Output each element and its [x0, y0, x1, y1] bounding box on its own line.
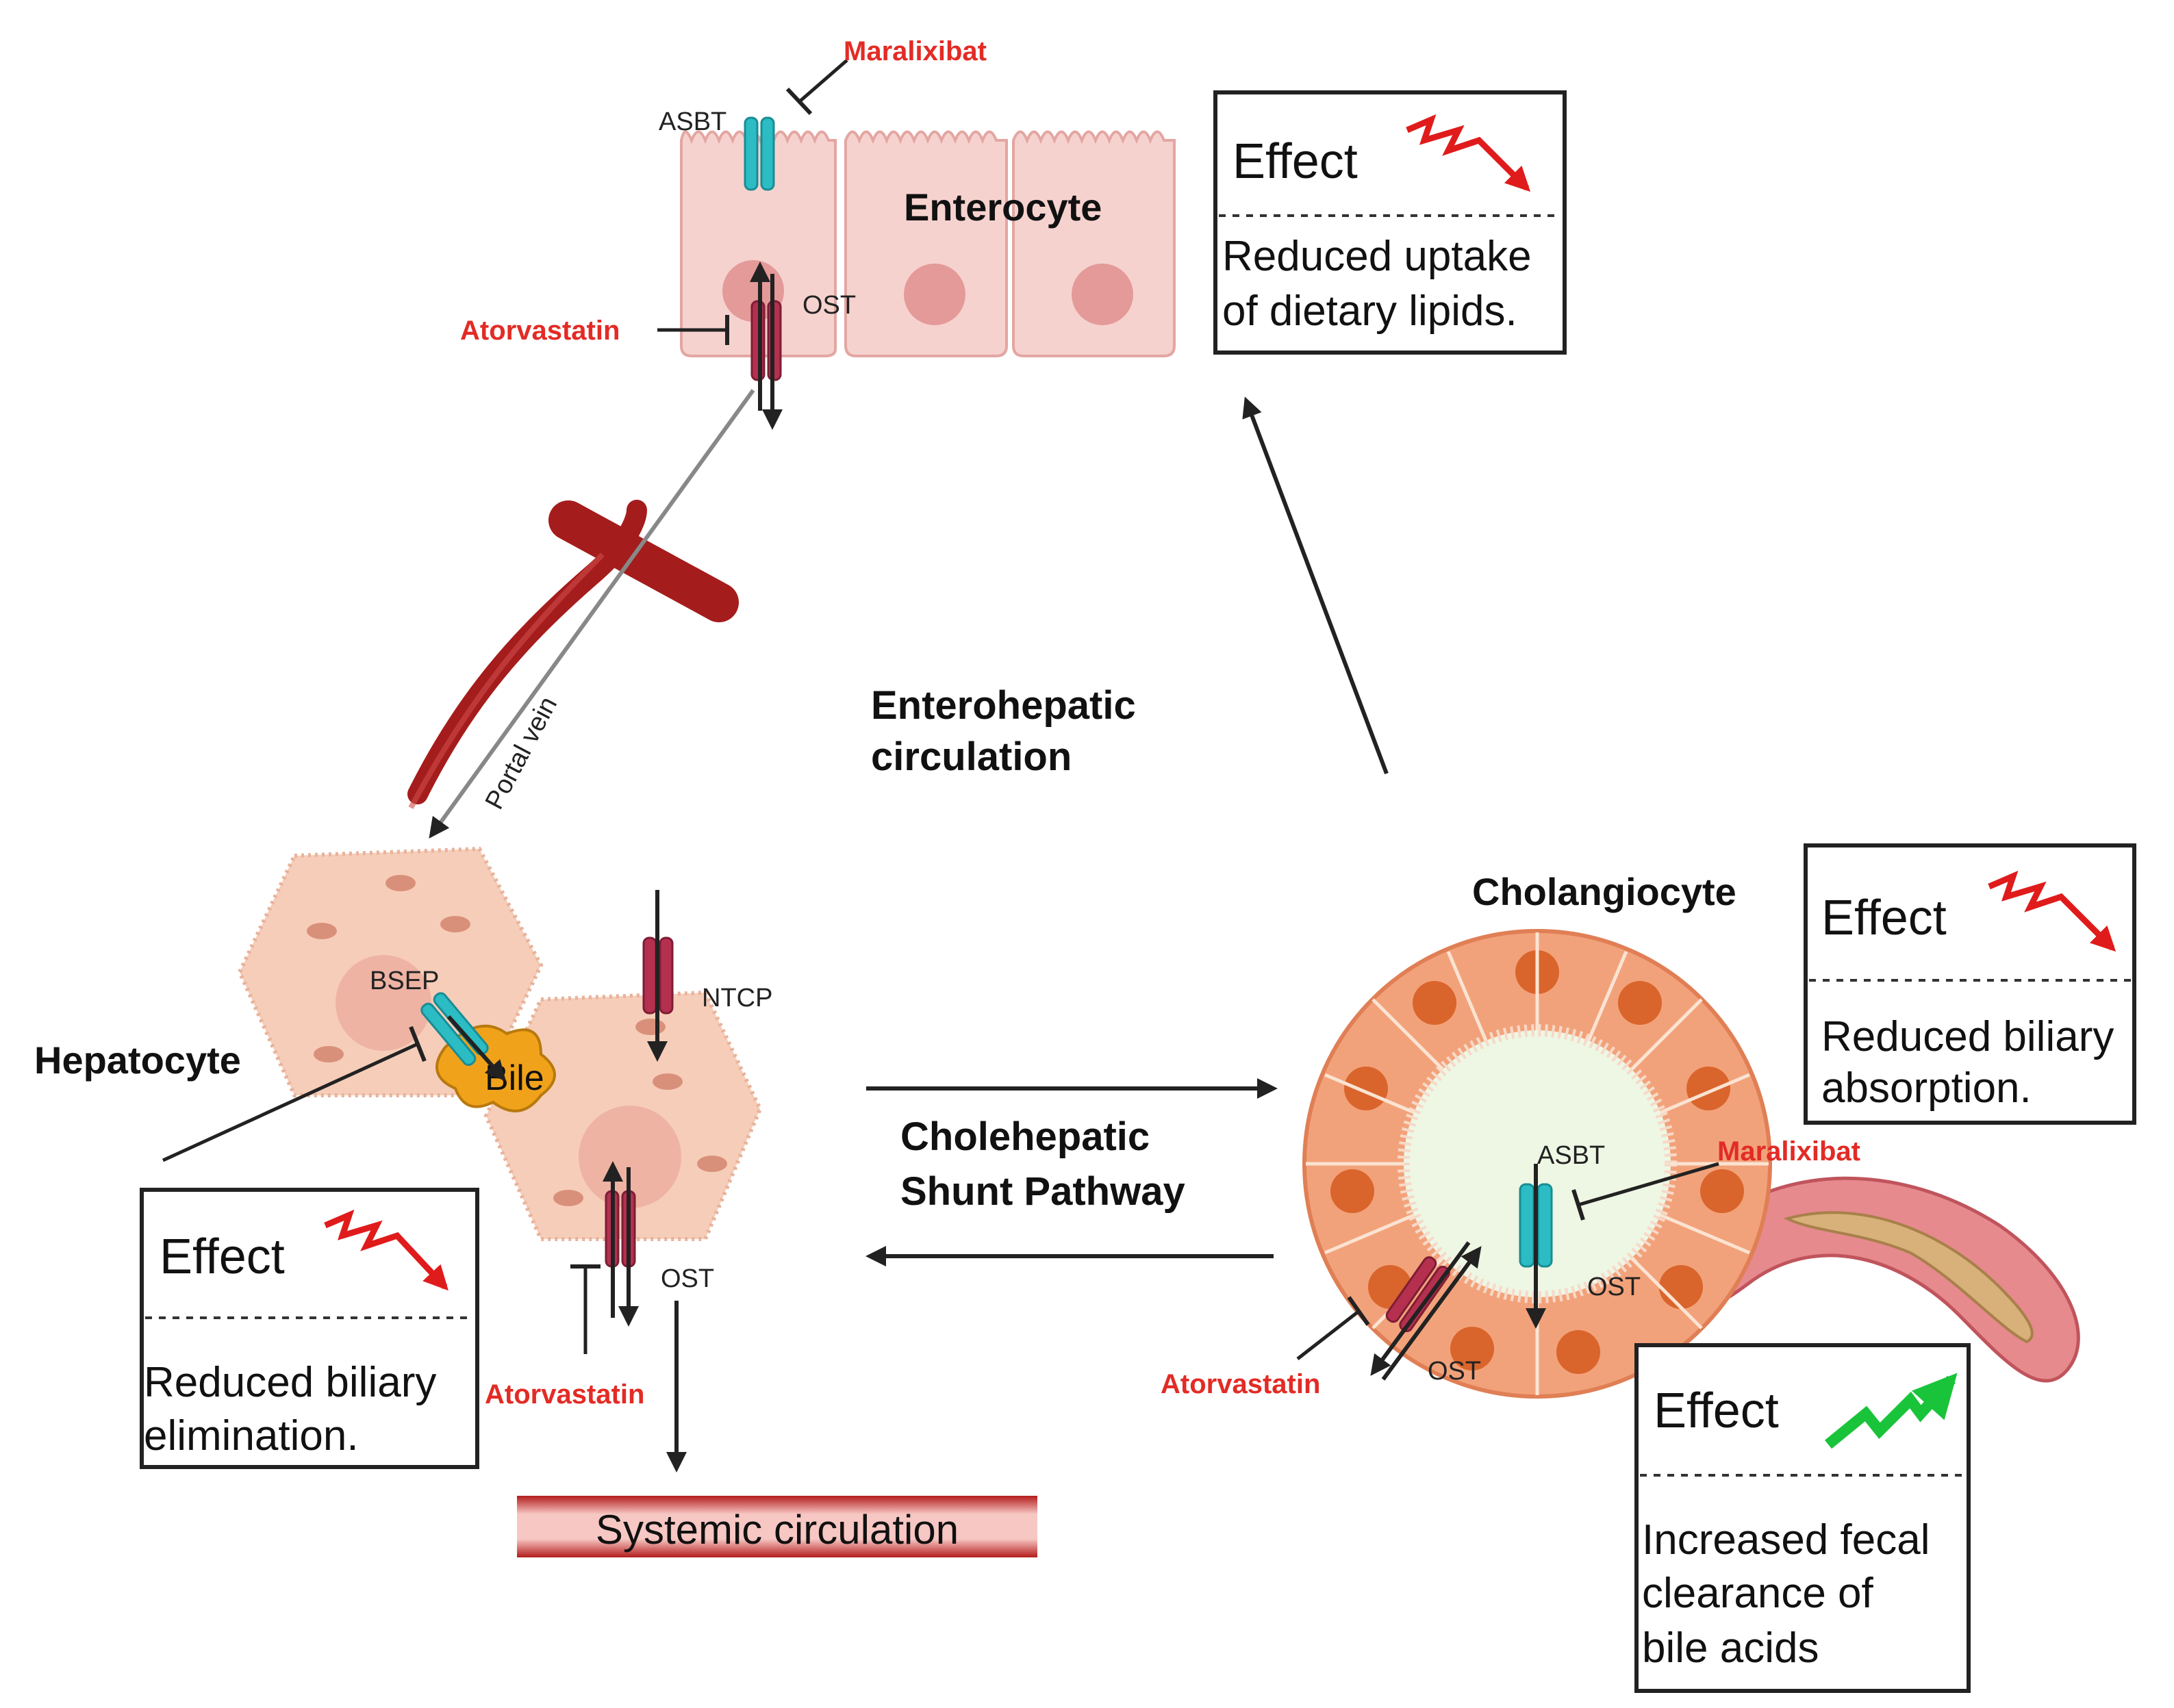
ntcp-label: NTCP [702, 984, 772, 1012]
shunt-label-2: Shunt Pathway [900, 1169, 1185, 1214]
ntcp-transporter [642, 936, 674, 1015]
cholangiocyte: ASBT OST Maralixibat OST Atorvastatin Ch… [1161, 870, 2080, 1399]
inhibition-bar-top [785, 87, 813, 116]
hepatocyte-title: Hepatocyte [34, 1038, 241, 1082]
ost-label-enterocyte: OST [802, 291, 856, 320]
bsep-inhibition-line [162, 1042, 419, 1162]
atorvastatin-label-hepatocyte: Atorvastatin [485, 1379, 644, 1410]
inhibition-bar-cholangiocyte-ost [1347, 1296, 1370, 1326]
enterohepatic-label-1: Enterohepatic [871, 683, 1136, 728]
effect-box-cholangiocyte: Effect Reduced biliary absorption. [1804, 843, 2136, 1125]
inhibition-bar-cholangiocyte-asbt [1571, 1189, 1585, 1221]
effect-text-enterocyte-line2: of dietary lipids. [1222, 288, 1517, 335]
effect-title-hepatocyte: Effect [160, 1229, 285, 1284]
atorvastatin-label-cholangiocyte: Atorvastatin [1161, 1369, 1320, 1399]
trend-down-icon [1988, 870, 2116, 952]
effect-text-fecal-line2: clearance of [1642, 1570, 1874, 1617]
trend-down-icon [1406, 114, 1531, 192]
maralixibat-inhibition-line-top [798, 59, 848, 103]
systemic-circulation: Systemic circulation [517, 1496, 1037, 1557]
ost-label-hepatocyte: OST [661, 1264, 714, 1293]
enterocyte-title: Enterocyte [904, 186, 1102, 229]
ost-outer-label-cholangiocyte: OST [1428, 1357, 1481, 1386]
effect-text-enterocyte-line1: Reduced uptake [1222, 233, 1532, 280]
trend-down-icon [324, 1209, 448, 1291]
asbt-label-enterocyte: ASBT [659, 107, 726, 136]
cell-dividers [1306, 932, 1769, 1395]
cholangiocyte-nuclei [1330, 950, 1744, 1374]
cholangiocyte-title: Cholangiocyte [1472, 870, 1736, 913]
effect-title-enterocyte: Effect [1233, 134, 1358, 189]
atorvastatin-inhibition-line-cholangiocyte [1296, 1310, 1361, 1360]
return-arrow-to-enterocyte [1242, 396, 1389, 775]
portal-vein-arrow [429, 389, 755, 839]
enterocyte-cell-2 [844, 130, 1008, 357]
effect-text-fecal-line3: bile acids [1642, 1624, 1819, 1672]
ost-cholangiocyte-arrow-in [1381, 1246, 1482, 1381]
asbt-transporter-enterocyte [744, 116, 775, 191]
effect-text-fecal-line1: Increased fecal [1642, 1516, 1930, 1564]
bile-label: Bile [485, 1058, 544, 1098]
atorvastatin-label-enterocyte: Atorvastatin [460, 316, 620, 346]
effect-title-fecal: Effect [1654, 1384, 1779, 1438]
effect-title-cholangiocyte: Effect [1821, 891, 1947, 945]
shunt-label-1: Cholehepatic [900, 1114, 1150, 1159]
effect-text-hepatocyte-line2: elimination. [144, 1412, 359, 1460]
intestine-tube [1682, 1176, 2080, 1383]
trend-up-icon [1824, 1373, 1958, 1449]
portal-vein [407, 389, 755, 839]
effect-box-fecal: Effect Increased fecal clearance of bile… [1634, 1343, 1971, 1693]
bsep-inhibition-bar [409, 1025, 427, 1062]
ost-inner-label-cholangiocyte: OST [1587, 1273, 1641, 1301]
enterohepatic-label-2: circulation [871, 735, 1072, 779]
maralixibat-inhibition-line-cholangiocyte [1578, 1162, 1719, 1207]
asbt-label-cholangiocyte: ASBT [1537, 1141, 1605, 1170]
hepatocyte: Bile BSEP NTCP OST Atorvastatin [34, 846, 772, 1473]
effect-text-hepatocyte-line1: Reduced biliary [144, 1359, 436, 1406]
effect-text-cholangiocyte-line2: absorption. [1821, 1065, 2032, 1112]
bsep-label: BSEP [370, 967, 439, 995]
enterocyte: ASBT Maralixibat Enterocyte OST Atorvast… [460, 36, 1176, 430]
maralixibat-label-cholangiocyte: Maralixibat [1717, 1136, 1860, 1167]
effect-box-hepatocyte: Effect Reduced biliary elimination. [140, 1188, 479, 1469]
maralixibat-label-top: Maralixibat [844, 36, 987, 66]
bsep-efflux-arrow [446, 1015, 506, 1082]
enterocyte-cell-3 [1012, 130, 1176, 357]
ost-cholangiocyte-arrow-out [1370, 1241, 1471, 1376]
hepatocyte-cell-2 [483, 990, 763, 1241]
effect-box-enterocyte: Effect Reduced uptake of dietary lipids. [1213, 90, 1567, 355]
effect-text-cholangiocyte-line1: Reduced biliary [1821, 1013, 2114, 1060]
systemic-circulation-label: Systemic circulation [596, 1507, 959, 1553]
